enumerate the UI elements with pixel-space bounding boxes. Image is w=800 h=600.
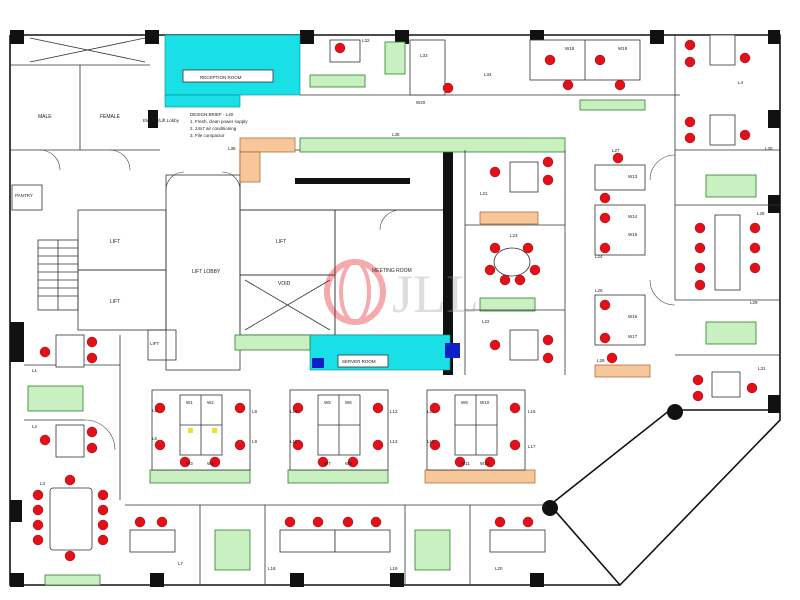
cabin-label: L27	[612, 148, 620, 153]
cabin-label: L29	[750, 300, 758, 305]
cabin-label: L26	[597, 358, 605, 363]
conference-table	[32, 474, 109, 562]
cabin-labels: L1 L2 L3 L4 L5 L6 L7 L8 L9 L10 L11 L12 L…	[32, 38, 773, 571]
teal-storage-bottom: SERVER ROOM	[309, 138, 526, 371]
note-title: DESIGN BRIEF - L40	[190, 112, 234, 117]
cabin-label: L14	[427, 409, 435, 414]
workstation-cluster-3: W9 W10 W11 W12	[426, 389, 526, 471]
cabin-label: L9	[252, 439, 258, 444]
cabin-label: L17	[528, 444, 536, 449]
teal-storage-top: RECEPTION ROOM	[164, 34, 301, 108]
cabin-label: L6	[152, 436, 158, 441]
cabin-label: L18	[268, 566, 276, 571]
lift-core: LIFT LIFT LIFT LIFT LOBBY VOID LIFT	[77, 171, 336, 371]
server-room-label: SERVER ROOM	[342, 359, 376, 364]
ws-label-w5: W5	[324, 400, 331, 405]
design-notes: DESIGN BRIEF - L40 1. Fresh, clean power…	[190, 112, 248, 138]
cabin-label: L31	[758, 366, 766, 371]
cabin-label: L15	[427, 439, 435, 444]
cabin-label: L35	[392, 132, 400, 137]
cabin-label: L32	[362, 38, 370, 43]
workstation-cluster-1: W1 W2 W3 W4	[151, 389, 251, 471]
cabin-label: L23	[510, 233, 518, 238]
workstation-column-right: W13 W14 W15 W16 W17	[594, 152, 646, 364]
ws-label-w16: W16	[628, 314, 638, 319]
ws-label-w20: W20	[416, 100, 426, 105]
stairs-left	[37, 239, 79, 311]
cabin-label: L12	[390, 409, 398, 414]
cabin-label: L2	[32, 424, 38, 429]
cabin-label: L11	[290, 439, 298, 444]
room-label-female: FEMALE	[100, 114, 121, 120]
partitions	[24, 35, 780, 585]
room-label-male: MALE	[38, 114, 52, 120]
toilet-block: MALE FEMALE Elec/LV/Lift Lobby PANTRY	[10, 37, 180, 211]
lift-lobby-label: LIFT LOBBY	[192, 269, 221, 275]
cabin-label: L4	[738, 80, 744, 85]
cabin-label: L19	[390, 566, 398, 571]
ws-label-w9: W9	[461, 400, 468, 405]
cabin-label: L20	[495, 566, 503, 571]
cabin-label: L33	[420, 53, 428, 58]
ws-label-w15: W15	[628, 232, 638, 237]
lift-label-1: LIFT	[110, 239, 120, 245]
cabin-label: L22	[482, 319, 490, 324]
ws-label-w3: W3	[186, 461, 193, 466]
workstation-top: W18 W19 W20	[409, 39, 641, 105]
note-2: 2. 24x7 air conditioning	[190, 126, 237, 131]
conference-label: RECEPTION ROOM	[200, 75, 242, 80]
ws-label-w10: W10	[480, 400, 490, 405]
cabin-label: L36	[228, 146, 236, 151]
workstation-cluster-2: W5 W6 W7 W8	[289, 389, 389, 471]
ws-label-w14: W14	[628, 214, 638, 219]
ws-label-w17: W17	[628, 334, 638, 339]
ws-label-w6: W6	[345, 400, 352, 405]
ws-label-w18: W18	[565, 46, 575, 51]
cabin-label: L16	[528, 409, 536, 414]
round-table	[484, 242, 541, 286]
ws-label-w7: W7	[324, 461, 331, 466]
note-1: 1. Fresh, clean power supply	[190, 119, 248, 124]
room-label-elec: Elec/LV/Lift Lobby	[143, 118, 180, 123]
cabin-label: L24	[595, 254, 603, 259]
ws-label-w11: W11	[461, 461, 470, 466]
cabin-label: L8	[252, 409, 258, 414]
cabin-label: L30	[765, 146, 773, 151]
storage-cabinets	[27, 41, 757, 586]
cabin-label: L34	[484, 72, 492, 77]
cabin-label: L3	[40, 481, 46, 486]
jll-watermark: JLL	[324, 259, 479, 325]
cabin-label: L1	[32, 368, 38, 373]
room-label-pantry: PANTRY	[15, 193, 33, 198]
watermark-text: JLL	[392, 264, 479, 324]
ws-label-w13: W13	[628, 174, 638, 179]
lift-label-3: LIFT	[276, 239, 286, 245]
ws-label-w4: W4	[207, 461, 214, 466]
lift-label-4: LIFT	[150, 341, 160, 346]
cabin-label: L21	[480, 191, 488, 196]
cabin-label: L25	[595, 288, 603, 293]
ws-label-w12: W12	[480, 461, 490, 466]
note-3: 3. File compactor	[190, 133, 225, 138]
lift-label-2: LIFT	[110, 299, 120, 305]
cabin-label: L5	[152, 408, 158, 413]
cabin-label: L28	[757, 211, 765, 216]
ws-label-w1: W1	[186, 400, 193, 405]
void-label: VOID	[278, 281, 291, 287]
meeting-room-label: MEETING ROOM	[372, 268, 412, 274]
ws-label-w8: W8	[345, 461, 352, 466]
cabin-desks	[39, 34, 761, 553]
cabin-label: L7	[178, 561, 184, 566]
ws-label-w19: W19	[618, 46, 628, 51]
cabin-label: L13	[390, 439, 398, 444]
cabin-label: L10	[290, 409, 298, 414]
ws-label-w2: W2	[207, 400, 214, 405]
